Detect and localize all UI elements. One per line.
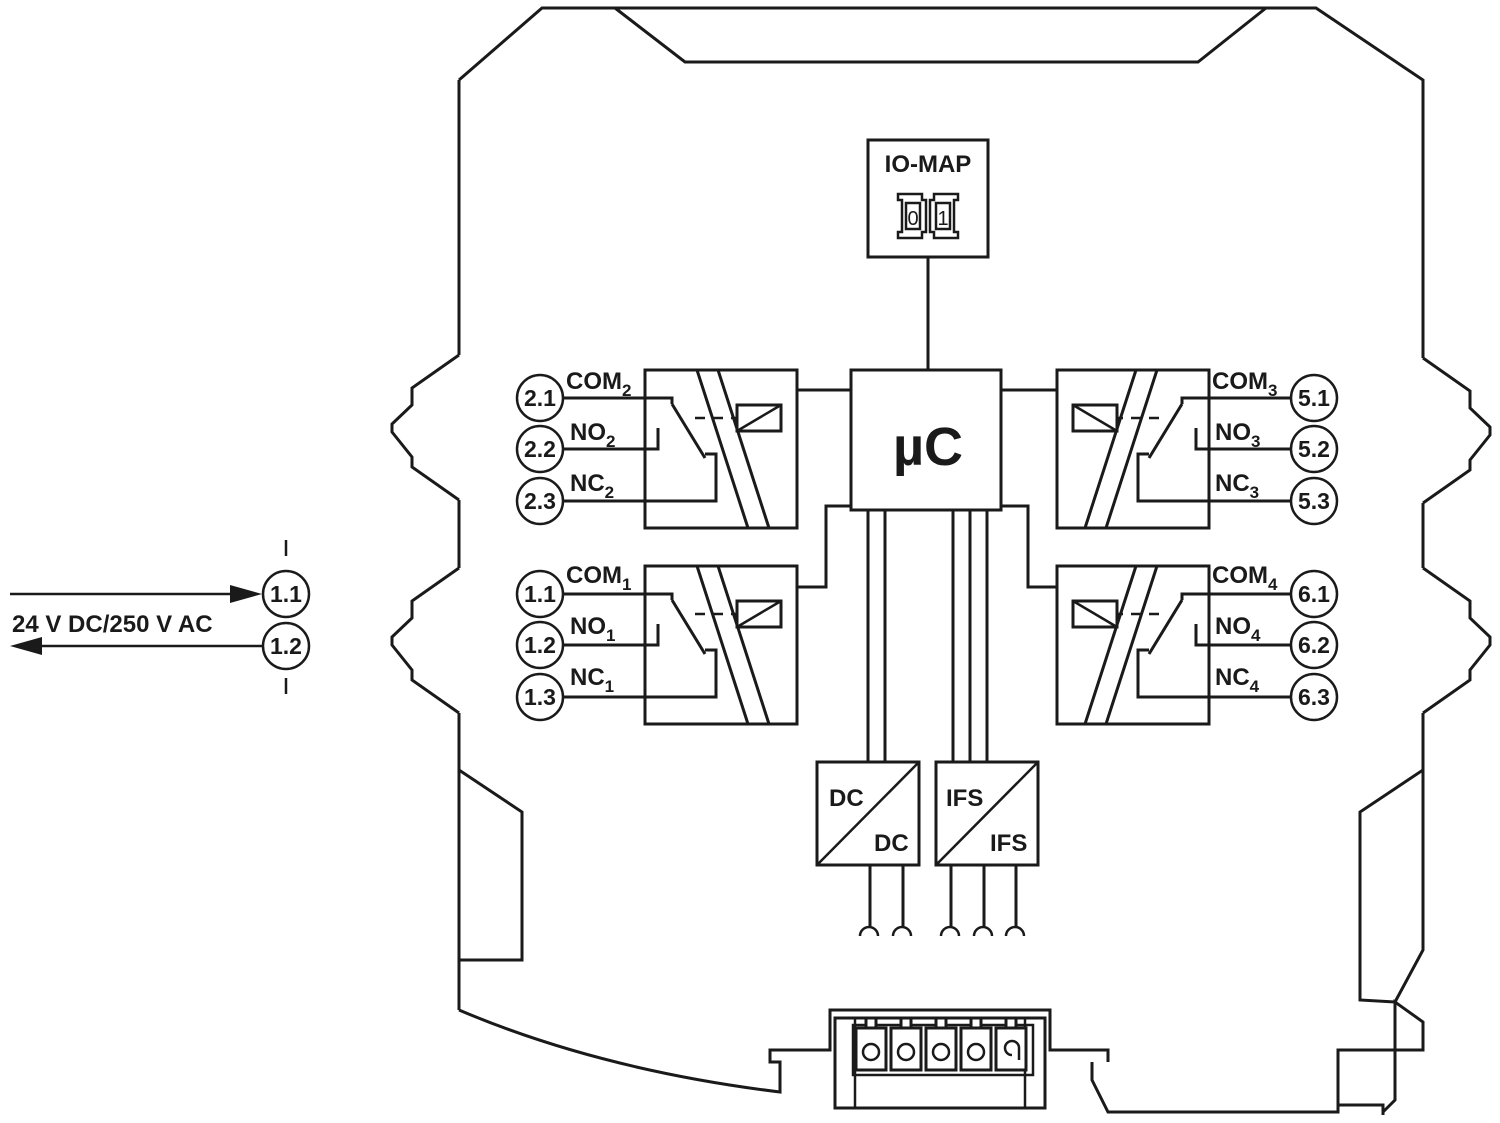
dip-switch-icon	[896, 192, 960, 240]
terminal: 1.3	[515, 672, 565, 722]
connector-pins	[854, 1016, 1028, 1072]
com-label: COM3	[1212, 368, 1277, 400]
terminal: 2.3	[515, 476, 565, 526]
converter-outputs	[858, 865, 1026, 937]
internal-wiring	[797, 388, 1057, 762]
svg-text:5.1: 5.1	[1298, 385, 1330, 411]
svg-text:1.2: 1.2	[270, 633, 302, 659]
bottom-connector	[833, 1016, 1047, 1110]
io-map-block: IO-MAP 0 1	[866, 138, 990, 259]
svg-text:1.2: 1.2	[524, 632, 556, 658]
microcontroller-block: µC	[849, 368, 1003, 512]
svg-text:6.3: 6.3	[1298, 684, 1330, 710]
terminal: 6.2	[1289, 620, 1339, 670]
terminal: 5.3	[1289, 476, 1339, 526]
terminals-right: 5.1 5.2 5.3 6.1 6.2 6.3	[1289, 373, 1339, 722]
terminals-left: 2.1 2.2 2.3 1.1 1.2 1.3	[515, 373, 565, 722]
housing-outline	[390, 6, 1492, 1115]
relay-channel-1	[563, 564, 799, 726]
svg-text:1.1: 1.1	[524, 581, 556, 607]
terminal: 5.1	[1289, 373, 1339, 423]
svg-text:2.3: 2.3	[524, 488, 556, 514]
ifs-converter: IFS IFS	[934, 760, 1040, 867]
relay-3-labels: COM3 NO3 NC3	[1212, 368, 1277, 502]
relay-channel-2	[563, 368, 799, 530]
com-label: COM2	[566, 368, 631, 400]
nc-label: NC3	[1215, 470, 1259, 502]
svg-text:6.1: 6.1	[1298, 581, 1330, 607]
com-label: COM1	[566, 562, 631, 594]
svg-text:5.3: 5.3	[1298, 488, 1330, 514]
terminal: 6.3	[1289, 672, 1339, 722]
terminal: 1.2	[261, 621, 311, 671]
svg-text:5.2: 5.2	[1298, 436, 1330, 462]
svg-text:2.1: 2.1	[524, 385, 556, 411]
com-label: COM4	[1212, 562, 1278, 594]
nc-label: NC4	[1215, 664, 1260, 696]
io-map-title: IO-MAP	[885, 151, 972, 178]
svg-text:6.2: 6.2	[1298, 632, 1330, 658]
dc-dc-converter: DC DC	[815, 760, 921, 867]
relay-1-labels: COM1 NO1 NC1	[566, 562, 631, 696]
supply-section: 24 V DC/250 V AC 1.1 1.2	[10, 540, 311, 694]
dc-input-label: DC	[829, 785, 864, 812]
terminal: 1.2	[515, 620, 565, 670]
no-label: NO3	[1215, 419, 1260, 451]
relay-4-labels: COM4 NO4 NC4	[1212, 562, 1278, 696]
no-label: NO2	[570, 419, 615, 451]
switch-label-0: 0	[907, 208, 918, 230]
arrow-left-icon	[10, 637, 42, 655]
nc-label: NC1	[570, 664, 614, 696]
svg-text:1.3: 1.3	[524, 684, 556, 710]
terminal: 2.1	[515, 373, 565, 423]
terminal: 1.1	[261, 569, 311, 619]
svg-text:1.1: 1.1	[270, 581, 302, 607]
no-label: NO4	[1215, 613, 1261, 645]
dc-output-label: DC	[874, 830, 909, 857]
microcontroller-label: µC	[893, 417, 963, 477]
terminal: 6.1	[1289, 569, 1339, 619]
ifs-input-label: IFS	[946, 785, 983, 812]
relay-2-labels: COM2 NO2 NC2	[566, 368, 631, 502]
supply-voltage-label: 24 V DC/250 V AC	[12, 611, 213, 638]
svg-text:2.2: 2.2	[524, 436, 556, 462]
nc-label: NC2	[570, 470, 614, 502]
terminal: 1.1	[515, 569, 565, 619]
switch-label-1: 1	[937, 208, 948, 230]
relay-channel-4	[1055, 564, 1291, 726]
terminal: 2.2	[515, 424, 565, 474]
ifs-output-label: IFS	[990, 830, 1027, 857]
terminal: 5.2	[1289, 424, 1339, 474]
arrow-right-icon	[230, 585, 262, 603]
no-label: NO1	[570, 613, 615, 645]
relay-channel-3	[1055, 368, 1291, 530]
